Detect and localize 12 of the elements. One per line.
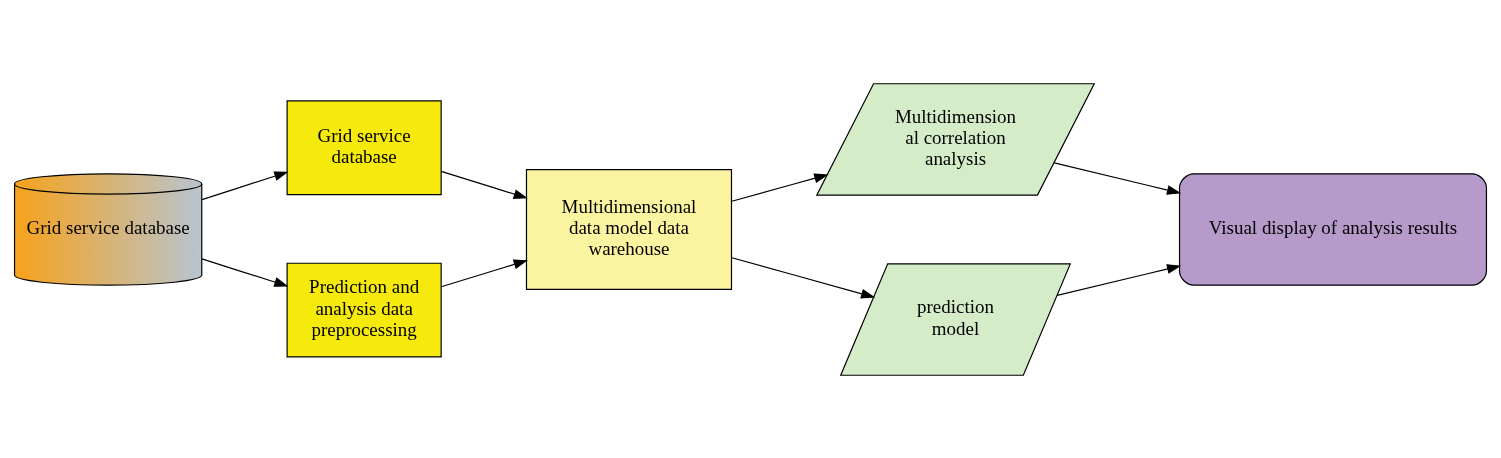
arrow [201,170,289,200]
arrow [1056,263,1182,296]
arrow [440,170,528,199]
arrow [1053,161,1182,195]
arrow [731,172,829,202]
node-box: Multidimensional data model data warehouse [525,168,733,290]
node-box: Visual display of analysis results [1178,172,1488,286]
arrow [201,257,289,287]
arrow [440,259,528,287]
node-box: Grid service database [286,99,442,195]
node-box: Prediction and analysis data preprocessing [286,262,442,357]
arrow [731,256,876,299]
